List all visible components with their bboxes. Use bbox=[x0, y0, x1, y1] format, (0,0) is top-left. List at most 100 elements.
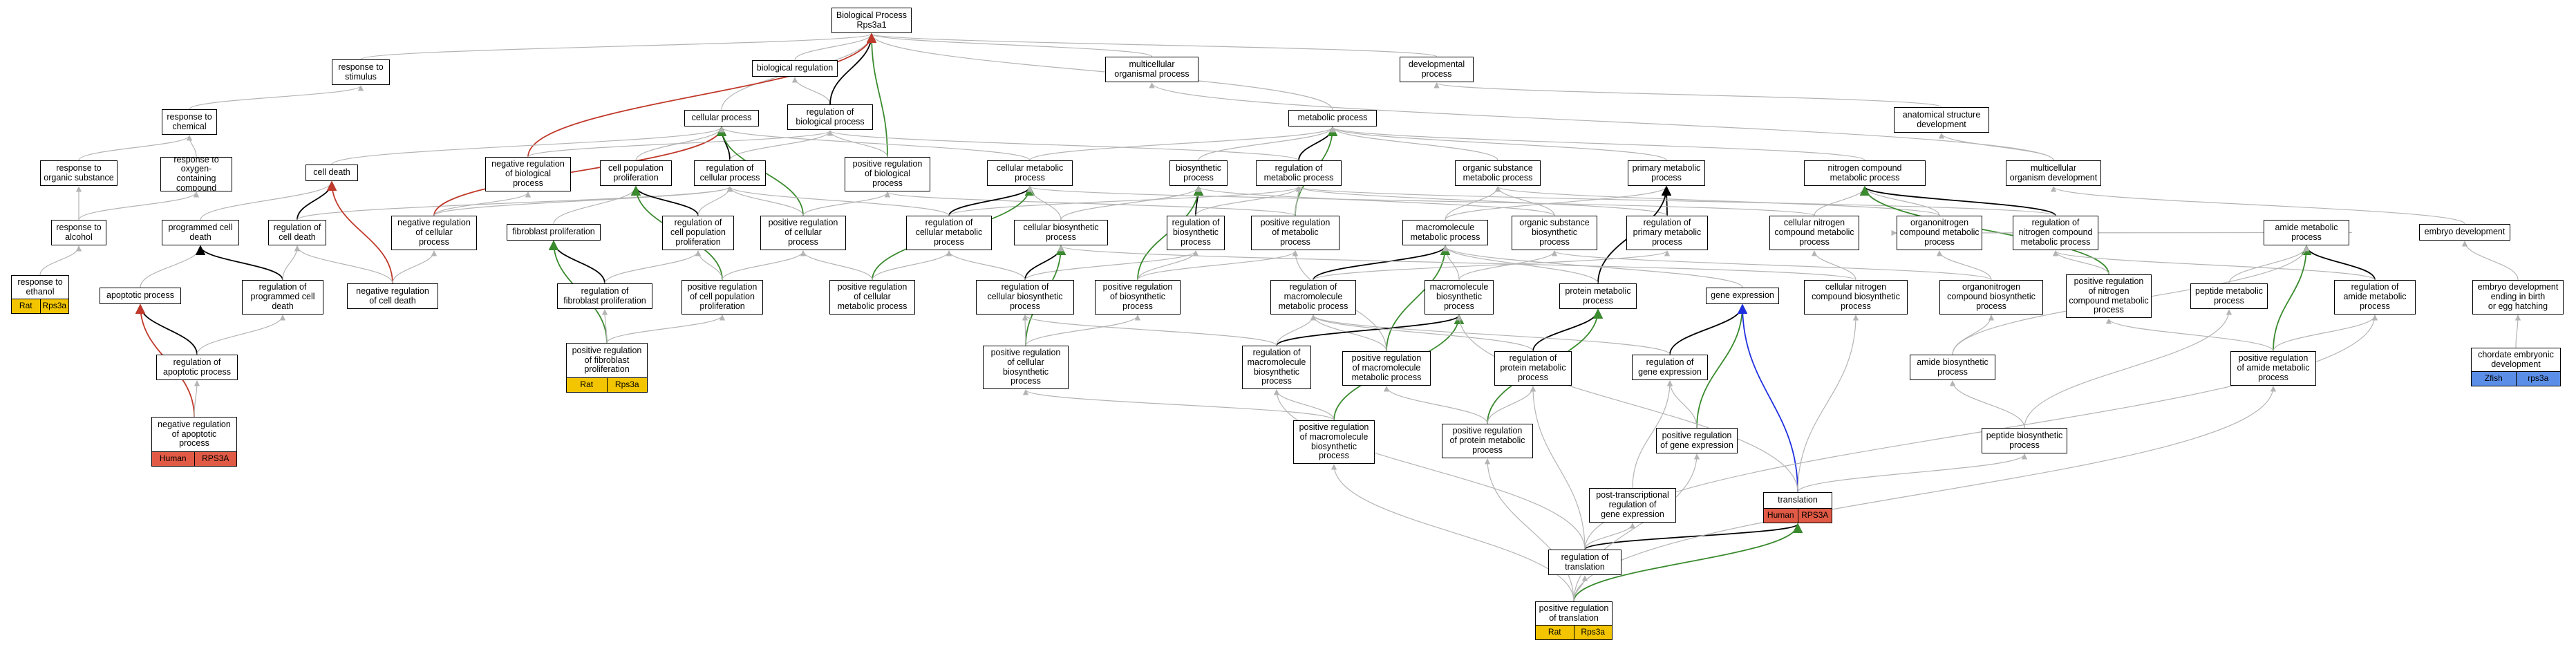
go-term-node-negregbp[interactable]: negative regulation of biological proces… bbox=[485, 157, 571, 191]
go-term-node-negregapop[interactable]: negative regulation of apoptotic process… bbox=[151, 417, 237, 467]
go-term-node-osmp[interactable]: organic substance metabolic process bbox=[1455, 160, 1541, 186]
go-term-node-regcmp[interactable]: regulation of cellular metabolic process bbox=[906, 216, 992, 250]
go-term-node-roxy[interactable]: response to oxygen-containing compound bbox=[160, 157, 232, 191]
go-term-node-negregcd[interactable]: negative regulation of cell death bbox=[347, 283, 438, 309]
go-term-node-reggeneexp[interactable]: regulation of gene expression bbox=[1632, 355, 1708, 380]
go-term-node-posregbsp[interactable]: positive regulation of biosynthetic proc… bbox=[1095, 280, 1181, 315]
go-term-node-regcbp[interactable]: regulation of cellular biosynthetic proc… bbox=[976, 280, 1074, 315]
go-term-node-amp[interactable]: amide metabolic process bbox=[2264, 220, 2349, 245]
go-term-node-mcod[interactable]: multicellular organism development bbox=[2006, 160, 2101, 186]
go-term-node-posregmmp[interactable]: positive regulation of macromolecule met… bbox=[1342, 351, 1431, 386]
go-term-node-peptbp[interactable]: peptide biosynthetic process bbox=[1982, 428, 2067, 453]
go-term-node-posregcmp[interactable]: positive regulation of cellular metaboli… bbox=[829, 280, 915, 315]
go-term-node-breg[interactable]: biological regulation bbox=[752, 60, 838, 77]
go-term-node-posregmp[interactable]: positive regulation of metabolic process bbox=[1251, 216, 1339, 250]
go-term-node-regmp[interactable]: regulation of metabolic process bbox=[1256, 160, 1342, 186]
go-term-node-osbp[interactable]: organic substance biosynthetic process bbox=[1512, 216, 1597, 250]
go-term-node-posregamp[interactable]: positive regulation of amide metabolic p… bbox=[2230, 351, 2316, 386]
go-term-node-posregcpp[interactable]: positive regulation of cell population p… bbox=[681, 280, 763, 315]
is-a-edge bbox=[2514, 315, 2521, 348]
go-term-node-posreggeneexp[interactable]: positive regulation of gene expression bbox=[1656, 428, 1738, 453]
go-term-node-regpcd[interactable]: regulation of programmed cell death bbox=[242, 280, 323, 315]
go-term-node-cncbp[interactable]: cellular nitrogen compound biosynthetic … bbox=[1804, 280, 1908, 315]
go-term-node-rorg[interactable]: response to organic substance bbox=[40, 160, 117, 186]
go-term-label: macromolecule metabolic process bbox=[1410, 222, 1480, 242]
go-term-node-regmbp[interactable]: regulation of macromolecule biosynthetic… bbox=[1242, 346, 1311, 389]
go-term-label: regulation of metabolic process bbox=[1263, 162, 1334, 182]
is-a-edge bbox=[186, 135, 197, 158]
go-term-node-negregcp[interactable]: negative regulation of cellular process bbox=[391, 216, 477, 250]
part-of-edge bbox=[1737, 303, 1798, 493]
go-term-node-protmp[interactable]: protein metabolic process bbox=[1559, 283, 1637, 309]
go-term-node-pcd[interactable]: programmed cell death bbox=[162, 220, 239, 245]
go-term-node-bp[interactable]: Biological Process Rps3a1 bbox=[831, 8, 912, 33]
go-term-node-asdev[interactable]: anatomical structure development bbox=[1894, 107, 1989, 133]
go-term-node-regfibp[interactable]: regulation of fibroblast proliferation bbox=[557, 283, 652, 309]
go-term-node-geneexp[interactable]: gene expression bbox=[1706, 288, 1779, 304]
is-a-edge bbox=[433, 186, 733, 216]
go-term-node-ralc[interactable]: response to alcohol bbox=[51, 220, 106, 245]
gene-symbol-tag: Rps3a bbox=[1573, 626, 1612, 639]
go-term-node-ptrge[interactable]: post-transcriptional regulation of gene … bbox=[1589, 488, 1676, 523]
is-a-edge bbox=[194, 380, 200, 418]
go-term-node-ncmp[interactable]: nitrogen compound metabolic process bbox=[1804, 160, 1926, 186]
go-term-node-posregcp[interactable]: positive regulation of cellular process bbox=[760, 216, 846, 250]
go-term-node-rts[interactable]: response to stimulus bbox=[332, 59, 390, 85]
go-term-node-mop[interactable]: multicellular organismal process bbox=[1105, 57, 1198, 82]
go-term-node-regbsp[interactable]: regulation of biosynthetic process bbox=[1167, 216, 1225, 250]
go-term-node-oncbp[interactable]: organonitrogen compound biosynthetic pro… bbox=[1939, 280, 2043, 315]
go-term-node-metp[interactable]: metabolic process bbox=[1288, 110, 1377, 126]
go-term-node-embdevbirth[interactable]: embryo development ending in birth or eg… bbox=[2472, 280, 2564, 315]
go-term-node-mmp[interactable]: macromolecule metabolic process bbox=[1402, 220, 1488, 245]
go-term-node-posregncmp[interactable]: positive regulation of nitrogen compound… bbox=[2066, 274, 2152, 318]
go-term-label: amide metabolic process bbox=[2275, 222, 2338, 242]
go-term-label: cell death bbox=[313, 167, 350, 178]
go-term-node-regamp[interactable]: regulation of amide metabolic process bbox=[2334, 280, 2416, 315]
go-term-node-regbp[interactable]: regulation of biological process bbox=[787, 104, 873, 130]
go-term-node-devp[interactable]: developmental process bbox=[1400, 57, 1474, 82]
go-term-node-posregmbp[interactable]: positive regulation of macromolecule bio… bbox=[1293, 420, 1375, 464]
go-term-node-posregfibp[interactable]: positive regulation of fibroblast prolif… bbox=[566, 343, 648, 393]
go-term-node-cbp[interactable]: cellular biosynthetic process bbox=[1014, 220, 1108, 245]
go-term-node-amidebp[interactable]: amide biosynthetic process bbox=[1910, 355, 1995, 380]
go-term-node-rchem[interactable]: response to chemical bbox=[162, 109, 217, 135]
go-term-node-celldeath[interactable]: cell death bbox=[305, 165, 358, 181]
go-term-node-regcpp[interactable]: regulation of cell population proliferat… bbox=[662, 216, 734, 250]
go-term-node-cncmp[interactable]: cellular nitrogen compound metabolic pro… bbox=[1769, 216, 1859, 250]
go-term-node-regcp[interactable]: regulation of cellular process bbox=[694, 160, 766, 186]
go-term-node-peptmp[interactable]: peptide metabolic process bbox=[2190, 283, 2268, 309]
go-term-node-regapop[interactable]: regulation of apoptotic process bbox=[156, 355, 238, 380]
is-a-edge bbox=[601, 309, 608, 344]
go-term-node-apop[interactable]: apoptotic process bbox=[100, 288, 181, 304]
go-term-node-posregcbp[interactable]: positive regulation of cellular biosynth… bbox=[983, 346, 1069, 389]
go-term-node-oncmp[interactable]: organonitrogen compound metabolic proces… bbox=[1897, 216, 1982, 250]
go-term-node-regncmp[interactable]: regulation of nitrogen compound metaboli… bbox=[2013, 216, 2098, 250]
go-term-node-posregbp[interactable]: positive regulation of biological proces… bbox=[845, 157, 930, 191]
go-term-node-cmp[interactable]: cellular metabolic process bbox=[987, 160, 1073, 186]
go-term-label: regulation of cellular metabolic process bbox=[915, 218, 983, 247]
go-term-node-regmmp[interactable]: regulation of macromolecule metabolic pr… bbox=[1270, 280, 1356, 315]
go-term-label: regulation of amide metabolic process bbox=[2343, 282, 2407, 311]
go-term-node-cpp[interactable]: cell population proliferation bbox=[600, 160, 672, 186]
go-term-node-regtransl[interactable]: regulation of translation bbox=[1548, 550, 1621, 575]
go-term-node-biosyn[interactable]: biosynthetic process bbox=[1169, 160, 1228, 186]
go-term-node-regprotmp[interactable]: regulation of protein metabolic process bbox=[1494, 351, 1572, 386]
go-term-node-embdev[interactable]: embryo development bbox=[2419, 224, 2510, 241]
go-term-node-pmp[interactable]: primary metabolic process bbox=[1628, 160, 1705, 186]
regulates-edge bbox=[195, 245, 283, 281]
go-term-node-regcd[interactable]: regulation of cell death bbox=[268, 220, 326, 245]
go-term-node-posregprotmp[interactable]: positive regulation of protein metabolic… bbox=[1442, 424, 1533, 458]
go-term-node-regpmp[interactable]: regulation of primary metabolic process bbox=[1626, 216, 1708, 250]
go-term-label: regulation of programmed cell death bbox=[250, 282, 315, 311]
go-term-label: negative regulation of cellular process bbox=[397, 218, 471, 247]
go-term-node-cellp[interactable]: cellular process bbox=[684, 110, 759, 126]
regulates-edge bbox=[1859, 185, 2056, 216]
regulates-edge bbox=[1584, 523, 1803, 550]
go-term-node-mbp[interactable]: macromolecule biosynthetic process bbox=[1425, 280, 1494, 315]
go-term-node-fibp[interactable]: fibroblast proliferation bbox=[507, 224, 601, 241]
